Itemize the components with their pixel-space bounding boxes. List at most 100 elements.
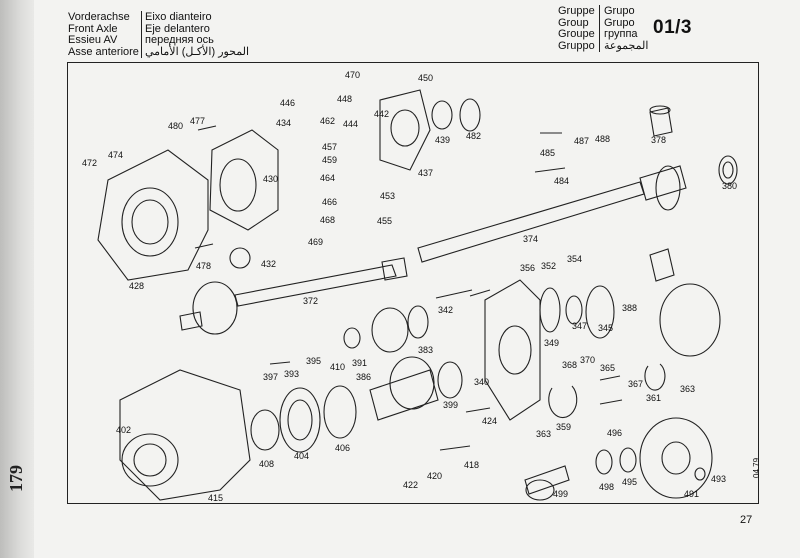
part-number: 410 xyxy=(330,362,345,372)
part-number: 472 xyxy=(82,158,97,168)
part-number: 480 xyxy=(168,121,183,131)
part-number: 491 xyxy=(684,489,699,499)
part-number: 468 xyxy=(320,215,335,225)
group-en: Group xyxy=(558,16,589,29)
part-number: 418 xyxy=(464,460,479,470)
group-ru: группа xyxy=(604,28,638,40)
part-number: 477 xyxy=(190,116,205,126)
part-number: 420 xyxy=(427,471,442,481)
part-number: 368 xyxy=(562,360,577,370)
part-number: 459 xyxy=(322,155,337,165)
part-number: 439 xyxy=(435,135,450,145)
part-number: 495 xyxy=(622,477,637,487)
part-number: 342 xyxy=(438,305,453,315)
part-number: 485 xyxy=(540,148,555,158)
part-number: 378 xyxy=(651,135,666,145)
part-number: 487 xyxy=(574,136,589,146)
part-number: 474 xyxy=(108,150,123,160)
group-code: 01/3 xyxy=(653,17,692,38)
part-number: 408 xyxy=(259,459,274,469)
title-es: Eje delantero xyxy=(145,22,210,35)
part-number: 434 xyxy=(276,118,291,128)
group-fr: Groupe xyxy=(558,28,595,40)
part-number: 499 xyxy=(553,489,568,499)
part-number: 397 xyxy=(263,372,278,382)
title-ru: передняя ось xyxy=(145,34,214,46)
part-number: 422 xyxy=(403,480,418,490)
part-number: 365 xyxy=(600,363,615,373)
part-number: 430 xyxy=(263,174,278,184)
part-number: 462 xyxy=(320,116,335,126)
part-number: 367 xyxy=(628,379,643,389)
part-number: 493 xyxy=(711,474,726,484)
title-languages: Vorderachse Front Axle Essieu AV Asse an… xyxy=(68,11,139,58)
diagram-frame xyxy=(67,62,759,504)
page-gutter xyxy=(0,0,34,558)
part-number: 498 xyxy=(599,482,614,492)
group-es: Grupo xyxy=(604,16,635,29)
part-number: 393 xyxy=(284,369,299,379)
catalog-page xyxy=(34,0,800,558)
part-number: 370 xyxy=(580,355,595,365)
part-number: 356 xyxy=(520,263,535,273)
part-number: 437 xyxy=(418,168,433,178)
part-number: 424 xyxy=(482,416,497,426)
part-number: 340 xyxy=(474,377,489,387)
part-number: 464 xyxy=(320,173,335,183)
part-number: 496 xyxy=(607,428,622,438)
part-number: 453 xyxy=(380,191,395,201)
part-number: 372 xyxy=(303,296,318,306)
part-number: 363 xyxy=(536,429,551,439)
group-de: Gruppe xyxy=(558,5,595,17)
part-number: 395 xyxy=(306,356,321,366)
part-number: 361 xyxy=(646,393,661,403)
part-number: 349 xyxy=(544,338,559,348)
title-languages-2: Eixo dianteiro Eje delantero передняя ос… xyxy=(145,11,250,58)
part-number: 391 xyxy=(352,358,367,368)
part-number: 352 xyxy=(541,261,556,271)
part-number: 399 xyxy=(443,400,458,410)
group-pt: Grupo xyxy=(604,5,635,17)
header-divider xyxy=(141,11,142,58)
part-number: 478 xyxy=(196,261,211,271)
title-ar: المحور (الأكـل) الأمامي xyxy=(145,45,250,58)
part-number: 432 xyxy=(261,259,276,269)
part-number: 450 xyxy=(418,73,433,83)
date-code: 04.79 xyxy=(752,457,761,478)
page-number: 27 xyxy=(740,514,753,526)
title-it: Asse anteriore xyxy=(68,45,139,58)
part-labels: 470 450 446 448 442 434 462 444 439 482 … xyxy=(82,70,737,503)
group-it: Gruppo xyxy=(558,39,595,52)
part-number: 442 xyxy=(374,109,389,119)
part-number: 428 xyxy=(129,281,144,291)
title-fr: Essieu AV xyxy=(68,34,118,46)
group-languages-2: Grupo Grupo группа المجموعة xyxy=(604,5,649,52)
part-number: 444 xyxy=(343,119,358,129)
group-ar: المجموعة xyxy=(604,39,649,52)
title-en: Front Axle xyxy=(68,22,118,35)
part-number: 466 xyxy=(322,197,337,207)
part-number: 383 xyxy=(418,345,433,355)
part-number: 386 xyxy=(356,372,371,382)
part-number: 470 xyxy=(345,70,360,80)
part-number: 354 xyxy=(567,254,582,264)
part-number: 402 xyxy=(116,425,131,435)
group-divider xyxy=(599,5,600,52)
part-number: 347 xyxy=(572,321,587,331)
part-number: 448 xyxy=(337,94,352,104)
part-number: 457 xyxy=(322,142,337,152)
part-number: 446 xyxy=(280,98,295,108)
part-number: 415 xyxy=(208,493,223,503)
group-languages: Gruppe Group Groupe Gruppo xyxy=(558,5,595,52)
part-number: 406 xyxy=(335,443,350,453)
part-number: 404 xyxy=(294,451,309,461)
part-number: 363 xyxy=(680,384,695,394)
part-number: 488 xyxy=(595,134,610,144)
part-number: 455 xyxy=(377,216,392,226)
title-pt: Eixo dianteiro xyxy=(145,11,212,23)
part-number: 380 xyxy=(722,181,737,191)
part-number: 482 xyxy=(466,131,481,141)
part-number: 484 xyxy=(554,176,569,186)
part-number: 345 xyxy=(598,323,613,333)
